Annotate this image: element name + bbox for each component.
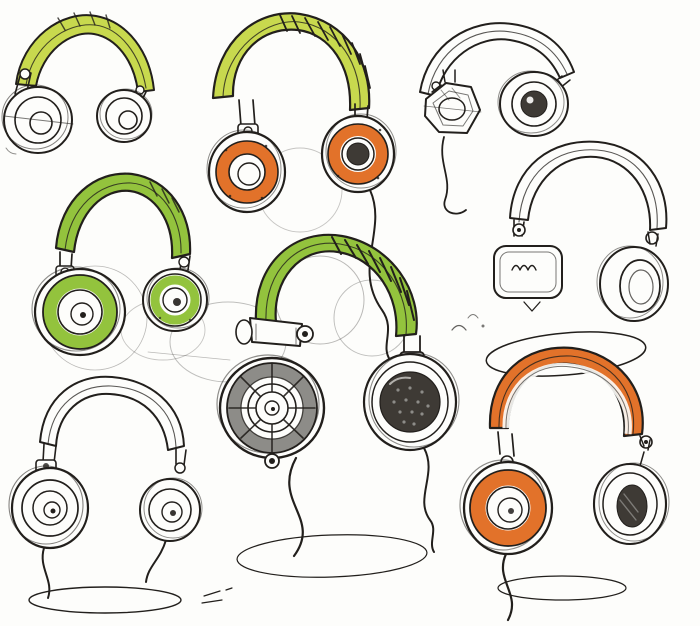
right-earcup <box>139 477 203 542</box>
left-hinge <box>431 69 456 93</box>
sketch-headphones-center <box>216 233 460 578</box>
left-earcup <box>206 129 287 214</box>
sketch-headphones-middle-right <box>493 140 669 322</box>
speaker-grill-dots <box>392 386 430 426</box>
headband <box>39 375 185 451</box>
cable <box>368 189 391 361</box>
headband-shadow-blob <box>485 331 647 377</box>
left-earcup <box>1 84 74 154</box>
headband-hatching <box>279 14 371 89</box>
shadow-scribble <box>201 587 233 604</box>
right-earcup <box>320 113 397 194</box>
cable <box>501 552 514 622</box>
left-earcup <box>493 245 563 312</box>
left-yoke <box>235 317 314 347</box>
sketch-headphones-top-center <box>206 12 397 361</box>
cable-right <box>145 539 167 583</box>
sketch-headphones-top-right <box>419 22 575 215</box>
sketch-headphones-bottom-left <box>8 375 233 614</box>
headband <box>211 12 371 112</box>
sketch-headphones-bottom-right <box>459 331 670 622</box>
left-hinge <box>512 219 526 237</box>
left-earcup <box>8 465 90 550</box>
cable-left <box>41 547 51 599</box>
left-earcup <box>31 265 148 371</box>
right-hinge <box>639 435 653 467</box>
left-earcup <box>216 354 326 469</box>
right-earcup <box>362 352 460 452</box>
cable <box>288 456 304 558</box>
ground-shadow <box>497 575 627 601</box>
right-earcup <box>96 88 153 143</box>
right-earcup <box>596 245 669 322</box>
sketch-headphones-top-left <box>1 11 155 154</box>
headband <box>509 140 668 231</box>
headband <box>419 22 575 97</box>
ground-shadow <box>28 586 182 614</box>
cable <box>441 136 467 215</box>
sketch-headphones-middle-left <box>31 172 210 371</box>
cable-right <box>423 447 435 553</box>
ground-shadow <box>236 534 428 578</box>
right-hinge <box>174 447 187 474</box>
right-earcup <box>497 70 569 137</box>
left-earcup <box>423 82 482 134</box>
headband-hatching <box>331 236 415 321</box>
left-earcup <box>459 459 554 556</box>
right-earcup <box>592 462 670 546</box>
right-earcup <box>142 267 210 332</box>
